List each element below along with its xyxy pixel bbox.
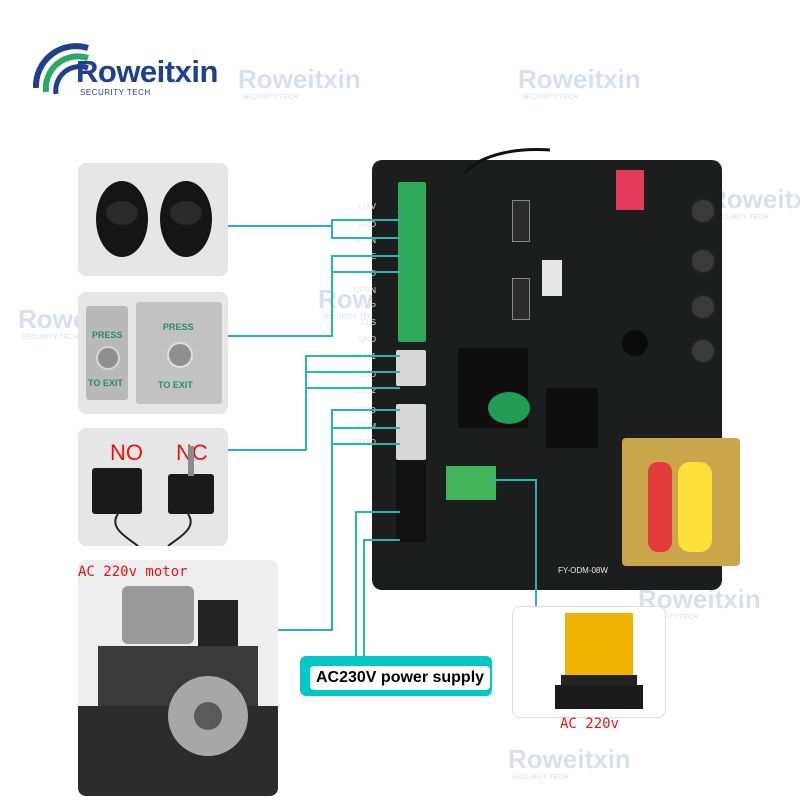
terminal-label: STOP (354, 302, 376, 311)
terminal-label: GND (358, 269, 376, 278)
terminal-label: CLS (360, 318, 376, 327)
buzzer-icon (622, 330, 648, 356)
pass-sticker (488, 392, 530, 424)
push-button-icon (167, 342, 193, 368)
motor-panel: AC 220v motor (78, 560, 278, 796)
warning-lamp-icon (555, 613, 643, 709)
gear-motor-icon (78, 586, 278, 796)
brand-tagline: SECURITY TECH (80, 88, 151, 97)
terminal-block-green (398, 182, 426, 342)
terminal-label: MOTO (352, 438, 376, 447)
white-connector (542, 260, 562, 296)
exit-button-panel: PRESS TO EXIT PRESS TO EXIT (78, 292, 228, 414)
exit-button-small: PRESS TO EXIT (86, 306, 128, 400)
terminal-label: GND (358, 370, 376, 379)
potentiometer-icon[interactable] (690, 338, 716, 364)
potentiometer-icon[interactable] (690, 248, 716, 274)
no-label: NO (110, 440, 143, 465)
dip-switch-icon (616, 170, 644, 210)
potentiometer-icon[interactable] (690, 294, 716, 320)
motor-connector (396, 404, 426, 460)
lamp-terminal (446, 466, 496, 500)
terminal-label: LMT2 (355, 386, 376, 395)
brand-logo: Roweitxin SECURITY TECH (30, 30, 250, 100)
potentiometer-icon[interactable] (690, 198, 716, 224)
photocell-panel (78, 163, 228, 276)
terminal-label: OPEN (353, 286, 376, 295)
board-model: FY-ODM-08W (558, 566, 608, 575)
limit-connector (396, 350, 426, 386)
control-board: FY-ODM-08W (372, 148, 740, 590)
warning-lamp-panel (512, 606, 666, 718)
terminal-label: COM (357, 422, 376, 431)
exit-button-large: PRESS TO EXIT (136, 302, 222, 404)
switch-icon (512, 278, 530, 320)
push-button-icon (96, 346, 120, 370)
ac-terminal-block (396, 460, 426, 542)
brand-name: Roweitxin (76, 54, 218, 89)
antenna-icon (462, 148, 551, 175)
ac-motor-label: AC 220v motor (78, 564, 188, 580)
limit-switch-icon (92, 446, 214, 546)
logo-arc-icon (32, 43, 89, 95)
terminal-label: GND (358, 220, 376, 229)
power-supply-label: AC230V power supply (300, 656, 492, 696)
limit-switch-panel: NO NC (78, 428, 228, 546)
terminal-label: +18V (357, 202, 376, 211)
lamp-voltage-label: AC 220v (560, 716, 620, 732)
transformer-icon (622, 438, 740, 566)
terminal-label: IR_IN (355, 236, 376, 245)
relay-block-2 (546, 388, 598, 448)
terminal-label: GND (358, 335, 376, 344)
photocell-sensors-icon (96, 181, 212, 257)
switch-icon (512, 200, 530, 242)
